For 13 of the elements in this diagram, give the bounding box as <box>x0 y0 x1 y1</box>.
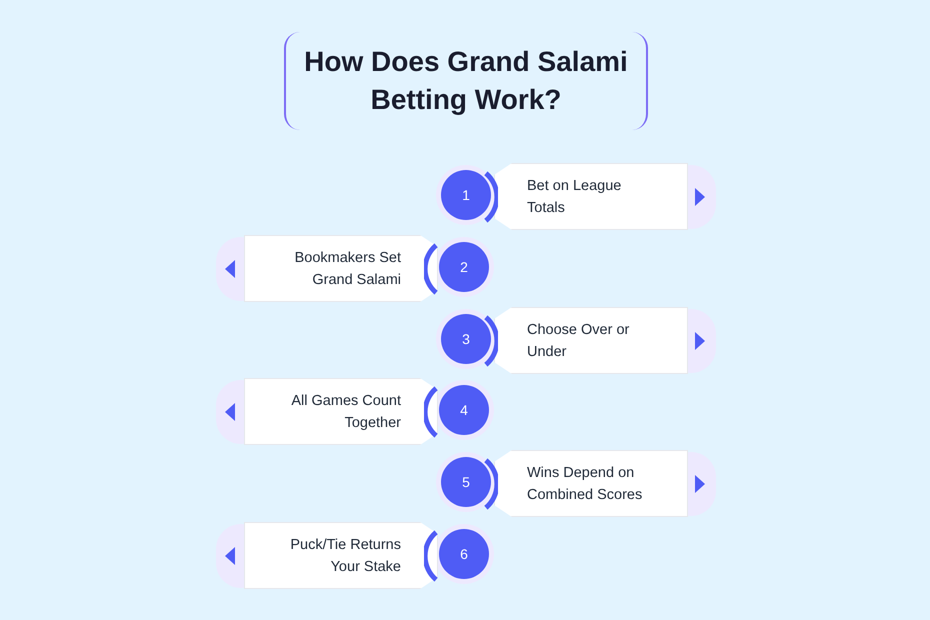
step-text: Puck/Tie Returns Your Stake <box>289 536 401 576</box>
step-card <box>244 378 438 445</box>
step-text: Bet on League Totals <box>527 176 622 218</box>
step-text: Choose Over or Under <box>527 320 630 362</box>
step-card <box>494 163 688 230</box>
step-card <box>244 522 438 589</box>
step-text: Bookmakers Set Grand Salami <box>294 248 401 290</box>
step-card <box>494 307 688 374</box>
title: How Does Grand Salami Betting Work? <box>303 45 629 117</box>
step-text: Wins Depend on Combined Scores <box>527 464 644 504</box>
step-text: All Games Count Together <box>290 392 401 432</box>
step-card <box>494 450 688 517</box>
step-card <box>244 235 438 302</box>
